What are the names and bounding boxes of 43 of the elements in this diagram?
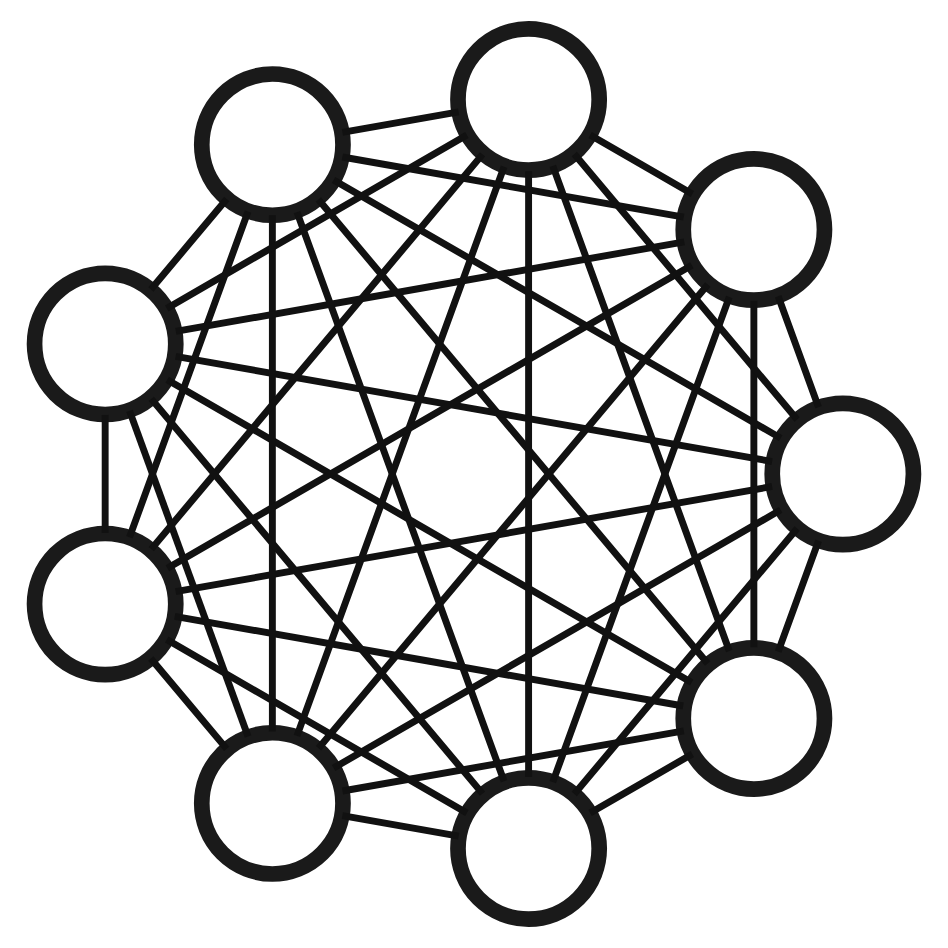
node-circle bbox=[450, 21, 608, 178]
connector bbox=[148, 656, 230, 752]
node-circle bbox=[193, 66, 351, 224]
connector bbox=[571, 151, 800, 422]
node-circle bbox=[764, 395, 922, 553]
connector bbox=[315, 282, 711, 751]
connector bbox=[549, 295, 733, 784]
connector bbox=[175, 238, 685, 335]
connector bbox=[174, 612, 684, 710]
connector bbox=[165, 262, 694, 572]
node-circle bbox=[26, 525, 184, 683]
connector bbox=[588, 751, 695, 817]
connector bbox=[126, 409, 252, 738]
connector bbox=[148, 396, 486, 796]
node-circle bbox=[193, 724, 351, 882]
connector bbox=[165, 636, 469, 816]
connector bbox=[148, 196, 230, 292]
connector bbox=[331, 506, 783, 771]
connector bbox=[750, 300, 758, 648]
connector bbox=[175, 352, 773, 465]
connector bbox=[588, 132, 695, 198]
connector bbox=[126, 210, 252, 539]
connector bbox=[571, 526, 800, 797]
connector bbox=[268, 215, 276, 732]
connector bbox=[101, 414, 109, 533]
connector bbox=[341, 727, 685, 795]
connector bbox=[165, 376, 694, 686]
connector bbox=[341, 153, 685, 221]
connector bbox=[175, 483, 773, 596]
connector bbox=[341, 812, 460, 840]
node-circle bbox=[450, 770, 608, 927]
connector bbox=[774, 295, 822, 409]
connector bbox=[774, 539, 822, 653]
connector bbox=[525, 171, 533, 777]
node-circle bbox=[675, 151, 833, 308]
node-circle bbox=[675, 640, 833, 797]
connector bbox=[331, 177, 783, 442]
connector bbox=[341, 108, 460, 136]
node-circle bbox=[26, 265, 184, 423]
connector bbox=[165, 132, 469, 312]
connector bbox=[148, 152, 486, 552]
connector bbox=[315, 197, 711, 666]
connector bbox=[549, 164, 733, 653]
